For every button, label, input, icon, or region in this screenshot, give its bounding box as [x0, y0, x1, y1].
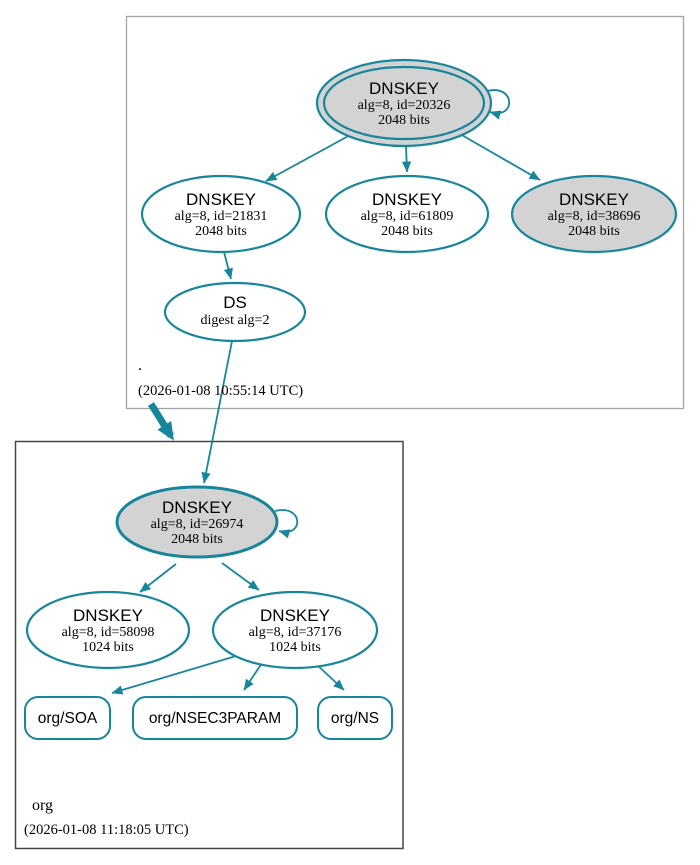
dnskey-61809-title: DNSKEY — [372, 190, 442, 209]
dnskey-21831-ellipse — [140, 174, 302, 254]
dnskey-21831-detail: alg=8, id=21831 — [175, 209, 268, 224]
dnskey-node-61809[interactable]: DNSKEY alg=8, id=61809 2048 bits — [324, 174, 490, 254]
zone-label-org: org — [32, 797, 53, 814]
dnskey-node-20326[interactable]: DNSKEY alg=8, id=20326 2048 bits — [315, 58, 493, 148]
delegation-arrow — [148, 402, 174, 441]
dnskey-26974-detail: alg=8, id=26974 — [151, 517, 244, 532]
dnskey-node-58098[interactable]: DNSKEY alg=8, id=58098 1024 bits — [25, 590, 191, 670]
edge-20326-to-38696 — [459, 133, 541, 181]
edge-20326-to-61809 — [401, 145, 412, 173]
dnskey-61809-detail: alg=8, id=61809 — [361, 209, 454, 224]
dnskey-21831-bits: 2048 bits — [195, 224, 247, 239]
edge-37176-to-nsec3param — [243, 662, 263, 691]
dnskey-61809-ellipse — [324, 174, 490, 254]
dnskey-26974-bits: 2048 bits — [171, 532, 223, 547]
ds-title: DS — [223, 293, 247, 312]
dnskey-37176-detail: alg=8, id=37176 — [249, 625, 342, 640]
dnskey-20326-inner-ellipse — [322, 65, 486, 141]
dnskey-38696-detail: alg=8, id=38696 — [548, 209, 641, 224]
dnskey-37176-ellipse — [211, 590, 379, 670]
dnskey-node-37176[interactable]: DNSKEY alg=8, id=37176 1024 bits — [211, 590, 379, 670]
dnskey-38696-ellipse — [510, 174, 678, 254]
rrset-org-soa-label: org/SOA — [38, 710, 98, 727]
dnskey-37176-title: DNSKEY — [260, 606, 330, 625]
rrset-org-soa[interactable]: org/SOA — [24, 696, 111, 740]
rrset-org-nsec3param-box — [132, 696, 298, 740]
rrset-org-nsec3param-label: org/NSEC3PARAM — [149, 710, 281, 727]
self-loop-20326 — [486, 89, 511, 120]
dnskey-58098-title: DNSKEY — [73, 606, 143, 625]
dnskey-20326-outer-ellipse — [315, 58, 493, 148]
dnskey-21831-title: DNSKEY — [186, 190, 256, 209]
dnskey-20326-title: DNSKEY — [369, 79, 439, 98]
edge-26974-to-58098 — [139, 563, 177, 593]
edge-20326-to-21831 — [265, 133, 353, 182]
dnskey-58098-bits: 1024 bits — [82, 640, 134, 655]
dnskey-58098-ellipse — [25, 590, 191, 670]
dnskey-node-26974[interactable]: DNSKEY alg=8, id=26974 2048 bits — [115, 485, 279, 559]
rrset-org-soa-box — [24, 696, 111, 740]
dnskey-38696-bits: 2048 bits — [568, 224, 620, 239]
zone-timestamp-root: (2026-01-08 10:55:14 UTC) — [138, 383, 303, 399]
rrset-org-nsec3param[interactable]: org/NSEC3PARAM — [132, 696, 298, 740]
rrset-org-ns-box — [317, 696, 393, 740]
dnskey-node-38696[interactable]: DNSKEY alg=8, id=38696 2048 bits — [510, 174, 678, 254]
dnskey-26974-ellipse — [115, 485, 279, 559]
ds-node[interactable]: DS digest alg=2 — [163, 281, 307, 343]
zone-timestamp-org: (2026-01-08 11:18:05 UTC) — [24, 822, 189, 838]
ds-ellipse — [163, 281, 307, 343]
dnskey-37176-bits: 1024 bits — [269, 640, 321, 655]
edge-21831-to-ds — [223, 251, 233, 280]
edge-ds-to-org-ksk — [201, 340, 233, 484]
zone-label-root: . — [138, 357, 142, 374]
rrset-org-ns[interactable]: org/NS — [317, 696, 393, 740]
edge-37176-to-ns — [315, 663, 345, 691]
dnskey-20326-bits: 2048 bits — [378, 113, 430, 128]
dnskey-26974-title: DNSKEY — [162, 498, 232, 517]
edge-26974-to-37176 — [221, 562, 260, 591]
dnskey-58098-detail: alg=8, id=58098 — [62, 625, 155, 640]
edge-37176-to-soa — [111, 655, 237, 695]
ds-detail: digest alg=2 — [201, 313, 270, 328]
rrset-org-ns-label: org/NS — [331, 710, 379, 727]
dnskey-20326-detail: alg=8, id=20326 — [358, 98, 451, 113]
self-loop-26974 — [274, 509, 299, 539]
dnskey-node-21831[interactable]: DNSKEY alg=8, id=21831 2048 bits — [140, 174, 302, 254]
dnskey-61809-bits: 2048 bits — [381, 224, 433, 239]
dnskey-38696-title: DNSKEY — [559, 190, 629, 209]
